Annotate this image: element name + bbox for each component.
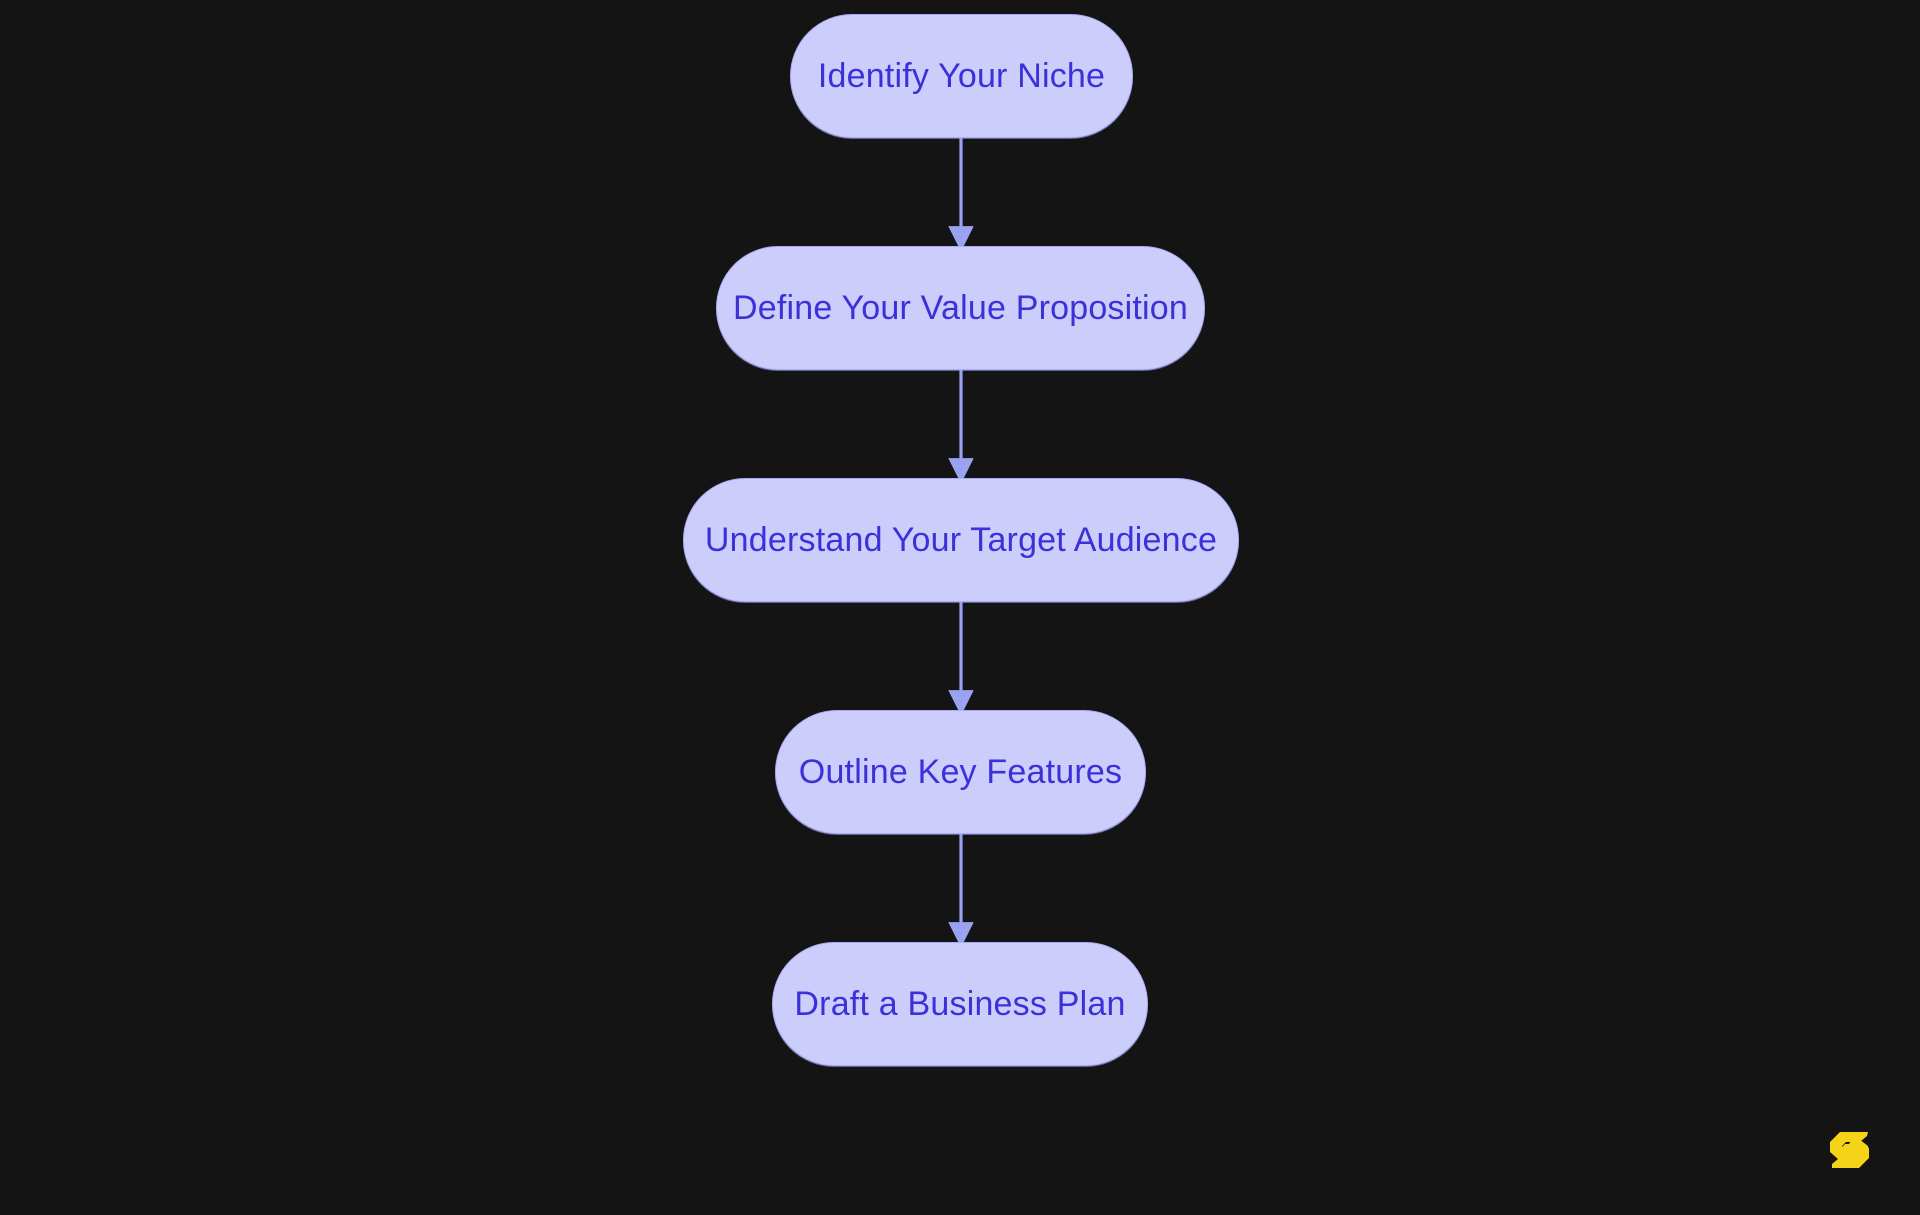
node-label: Draft a Business Plan — [794, 985, 1126, 1023]
node-label: Outline Key Features — [798, 753, 1123, 791]
node-label: Define Your Value Proposition — [732, 289, 1189, 327]
flowchart-node-outline-key-features[interactable]: Outline Key Features — [775, 710, 1146, 834]
node-label: Understand Your Target Audience — [704, 521, 1218, 559]
flowchart-node-understand-your-target-audience[interactable]: Understand Your Target Audience — [683, 478, 1239, 602]
node-label: Identify Your Niche — [817, 57, 1106, 95]
stylized-s-logo-icon — [1830, 1132, 1869, 1168]
flowchart-node-define-your-value-proposition[interactable]: Define Your Value Proposition — [716, 246, 1205, 370]
flowchart-node-draft-a-business-plan[interactable]: Draft a Business Plan — [772, 942, 1148, 1066]
flowchart-node-identify-your-niche[interactable]: Identify Your Niche — [790, 14, 1133, 138]
